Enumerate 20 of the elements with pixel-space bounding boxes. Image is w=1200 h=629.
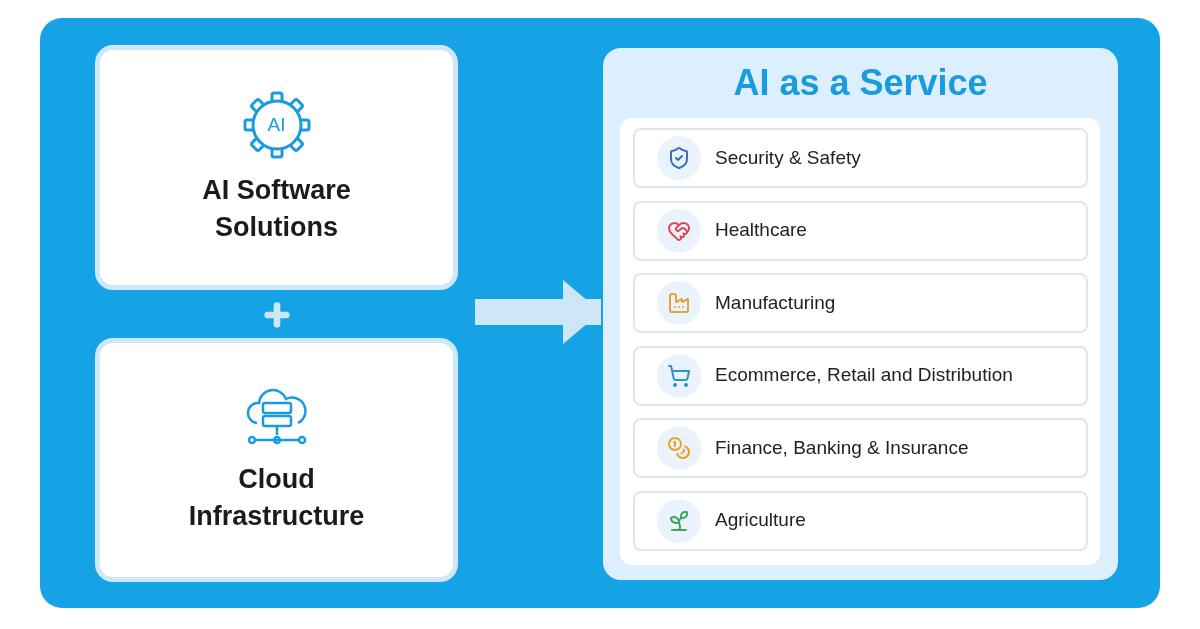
service-item [633, 345, 1088, 406]
item-text: Healthcare [715, 218, 807, 243]
service-item [633, 490, 1088, 551]
service-item [633, 273, 1088, 333]
service-panel [603, 48, 1118, 580]
arrow [475, 280, 601, 344]
service-item [633, 418, 1088, 478]
item-text: Agriculture [715, 508, 806, 533]
solution-card [95, 45, 458, 290]
service-item [633, 128, 1088, 188]
icon-label: AI [266, 112, 287, 137]
panel-title: AI as a Service [732, 62, 989, 104]
item-text: Manufacturing [715, 290, 836, 315]
card-title: Cloud Infrastructure [187, 463, 366, 533]
service-item [633, 200, 1088, 261]
item-text: Security & Safety [715, 145, 861, 170]
item-text: Ecommerce, Retail and Distribution [715, 363, 1013, 388]
solution-card [95, 338, 458, 582]
card-title: AI Software Solutions [201, 173, 352, 244]
item-text: Finance, Banking & Insurance [715, 435, 969, 460]
